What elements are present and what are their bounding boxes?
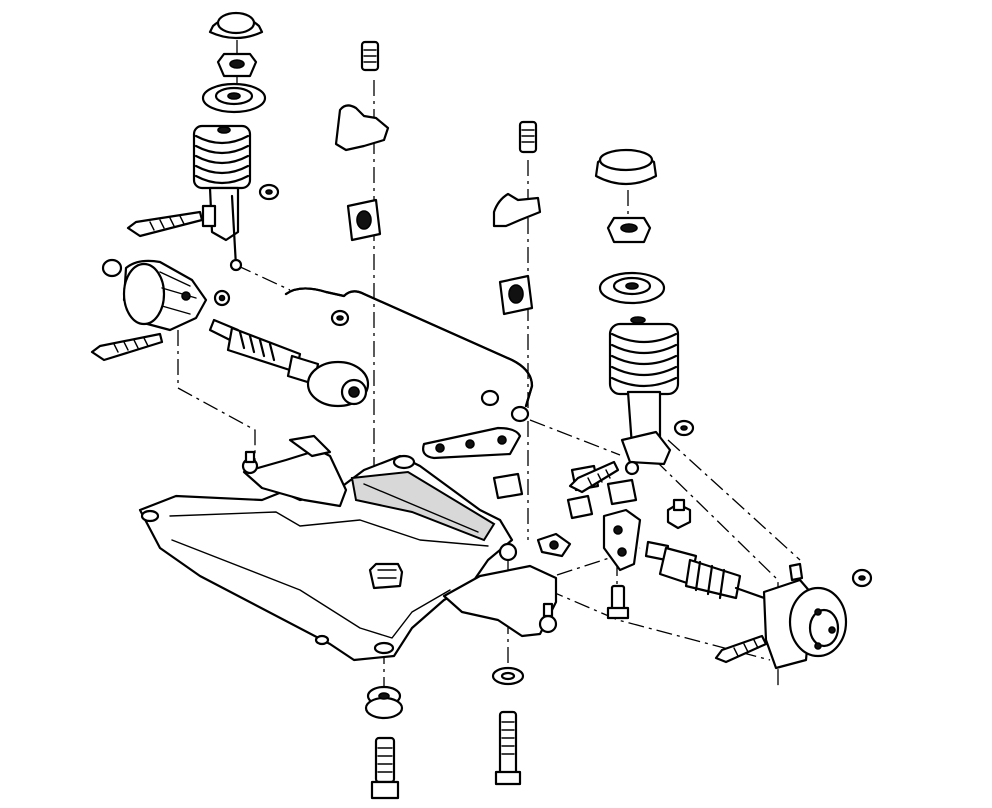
left-strut-mount-cap xyxy=(208,11,264,40)
control-arm-bracket xyxy=(602,508,642,572)
right-strut-nut xyxy=(606,216,652,244)
left-lower-control-arm xyxy=(241,434,348,508)
left-steering-knuckle xyxy=(101,258,231,332)
subframe-washer xyxy=(364,666,525,720)
hub-nut xyxy=(851,568,873,588)
stabilizer-clamp-right xyxy=(492,120,542,228)
left-knuckle-bolt xyxy=(126,210,204,238)
left-strut-bearing-seat xyxy=(201,82,267,114)
right-coil-spring xyxy=(608,316,680,396)
right-strut-bearing-seat xyxy=(598,271,666,305)
left-lower-bolt xyxy=(90,332,164,362)
stabilizer-bar xyxy=(284,287,534,423)
right-strut-body xyxy=(620,390,695,476)
stabilizer-clamp-left xyxy=(334,40,390,152)
left-strut-nut xyxy=(216,52,258,78)
right-hub-knuckle xyxy=(762,562,848,670)
right-lower-control-arm xyxy=(442,532,572,638)
control-arm-rear-bushing xyxy=(666,498,692,530)
subframe-mount-bolt xyxy=(370,736,400,800)
left-strut-body xyxy=(201,183,280,272)
subframe-long-bolt xyxy=(494,710,522,786)
stabilizer-link-bracket xyxy=(422,426,522,460)
stabilizer-bushing-left xyxy=(346,198,382,242)
left-drive-shaft xyxy=(208,318,370,408)
bracket-bolt xyxy=(606,584,630,620)
right-strut-mount-cap xyxy=(594,148,658,186)
right-knuckle-bolt xyxy=(568,460,768,664)
left-coil-spring xyxy=(192,124,252,190)
right-drive-shaft xyxy=(644,540,772,602)
stabilizer-bushing-right xyxy=(498,274,534,316)
